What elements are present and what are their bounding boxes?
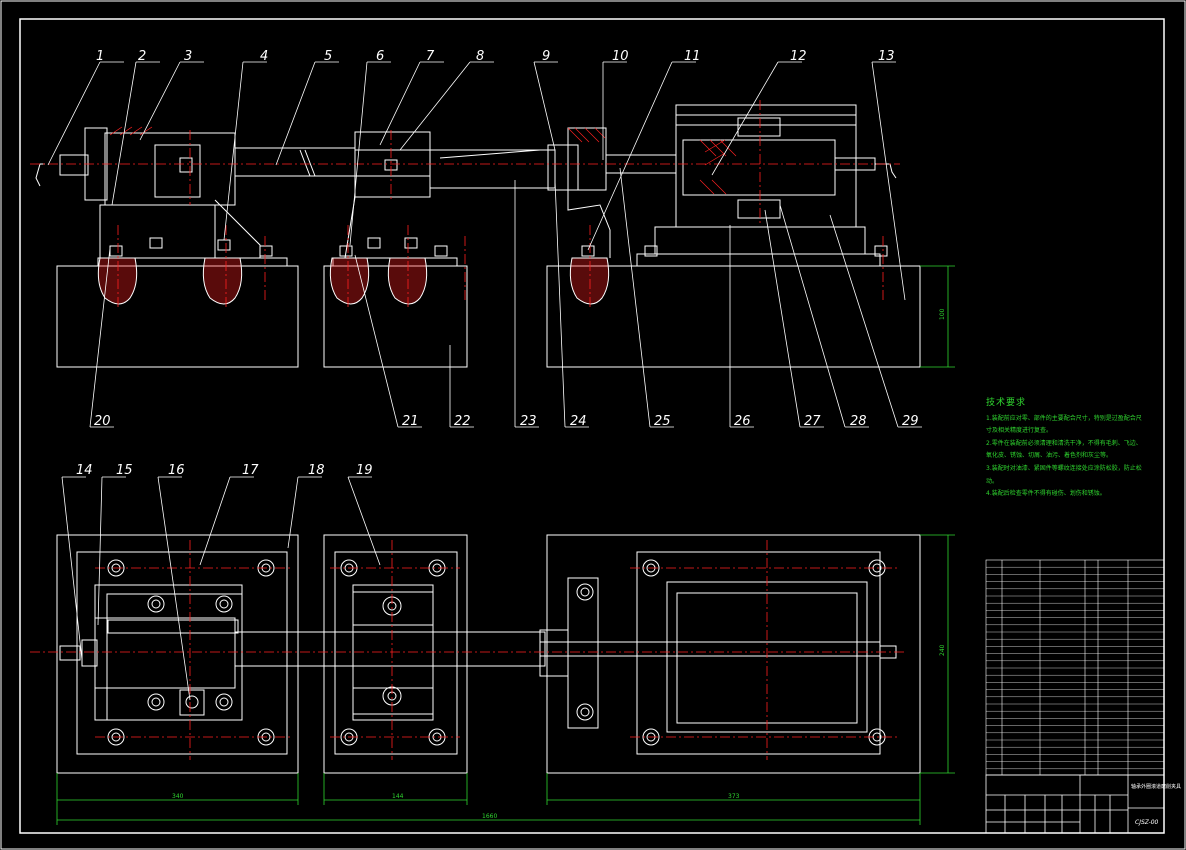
part-number-6: 6 [376, 49, 384, 64]
left-housing [104, 132, 236, 206]
part-number-25: 25 [654, 414, 671, 429]
part-number-4: 4 [260, 49, 268, 64]
dim-mid-base: 144 [392, 793, 404, 800]
part-number-8: 8 [476, 49, 484, 64]
left-bracket [99, 204, 216, 259]
part-number-17: 17 [242, 463, 259, 478]
chuck-flange [567, 127, 607, 191]
part-number-29: 29 [902, 414, 919, 429]
part-number-12: 12 [790, 49, 807, 64]
part-number-13: 13 [878, 49, 895, 64]
work-bar [234, 147, 356, 177]
part-number-19: 19 [356, 463, 373, 478]
plan-bolts [107, 559, 886, 746]
drawing-number: CJSZ-00 [1135, 819, 1159, 826]
dim-left-base: 340 [172, 793, 184, 800]
part-number-5: 5 [324, 49, 332, 64]
elev-height-dim: 100 [939, 308, 946, 320]
part-number-11: 11 [684, 49, 701, 64]
leader-lines [47, 61, 922, 701]
section-hatch [109, 126, 737, 195]
part-number-15: 15 [116, 463, 133, 478]
title-block [985, 774, 1165, 834]
bom-row-lines [986, 567, 1164, 769]
tech-item: 4.装配后检查零件不得有碰伤、划伤和锈蚀。 [986, 490, 1106, 498]
part-number-27: 27 [804, 414, 821, 429]
tbolt-pods [97, 257, 610, 305]
right-plate [636, 253, 881, 267]
part-number-10: 10 [612, 49, 629, 64]
tech-title: 技术要求 [986, 398, 1027, 408]
part-number-1: 1 [96, 49, 104, 64]
plan-mid-block [352, 584, 434, 721]
dim-overall: 1660 [482, 813, 497, 820]
part-number-20: 20 [94, 414, 111, 429]
plan-housing [94, 617, 236, 689]
elevation-view [35, 104, 921, 368]
collet-body [429, 149, 556, 189]
part-number-16: 16 [168, 463, 185, 478]
plan-rod [234, 631, 546, 667]
part-numbers: 1 2 3 4 5 6 7 8 9 10 11 12 13 20 21 22 2… [76, 49, 919, 478]
elev-dimension [920, 265, 955, 368]
inner-frame [19, 18, 1165, 834]
part-number-28: 28 [850, 414, 867, 429]
tech-item: 3.装配时对油漆、紧固件等螺纹连接处应涂防松胶，防止松动。 [986, 464, 1142, 485]
tech-item: 2.零件在装配前必须清理和清洗干净，不得有毛刺、飞边、氧化皮、锈蚀、切屑、油污、… [986, 439, 1142, 460]
part-number-21: 21 [402, 414, 419, 429]
mid-housing [354, 131, 431, 198]
dim-plan-height: 240 [939, 644, 946, 656]
part-number-18: 18 [308, 463, 325, 478]
left-base-block [56, 265, 299, 368]
plan-centerlines [30, 540, 905, 760]
part-number-7: 7 [426, 49, 435, 64]
plan-left-base [56, 534, 299, 774]
tech-requirements: 技术要求 1.装配前应对零、部件的主要配合尺寸，特别是过盈配合尺寸及相关精度进行… [986, 397, 1146, 501]
right-housing [675, 104, 857, 228]
part-number-23: 23 [520, 414, 537, 429]
part-number-24: 24 [570, 414, 587, 429]
plan-flange [567, 577, 599, 729]
part-number-3: 3 [184, 49, 192, 64]
plan-dimensions [56, 534, 955, 825]
part-number-9: 9 [542, 49, 550, 64]
plan-mid-base [323, 534, 468, 774]
part-number-26: 26 [734, 414, 751, 429]
part-number-22: 22 [454, 414, 471, 429]
plan-right-base [546, 534, 921, 774]
tech-item: 1.装配前应对零、部件的主要配合尺寸，特别是过盈配合尺寸及相关精度进行复查。 [986, 414, 1142, 435]
bom-table [985, 559, 1165, 776]
dim-right-base: 373 [728, 793, 740, 800]
elev-centerlines [30, 100, 900, 310]
part-number-2: 2 [138, 49, 146, 64]
drawing-title: 轴承外圈滚道磨削夹具 [1131, 783, 1181, 790]
part-number-14: 14 [76, 463, 93, 478]
